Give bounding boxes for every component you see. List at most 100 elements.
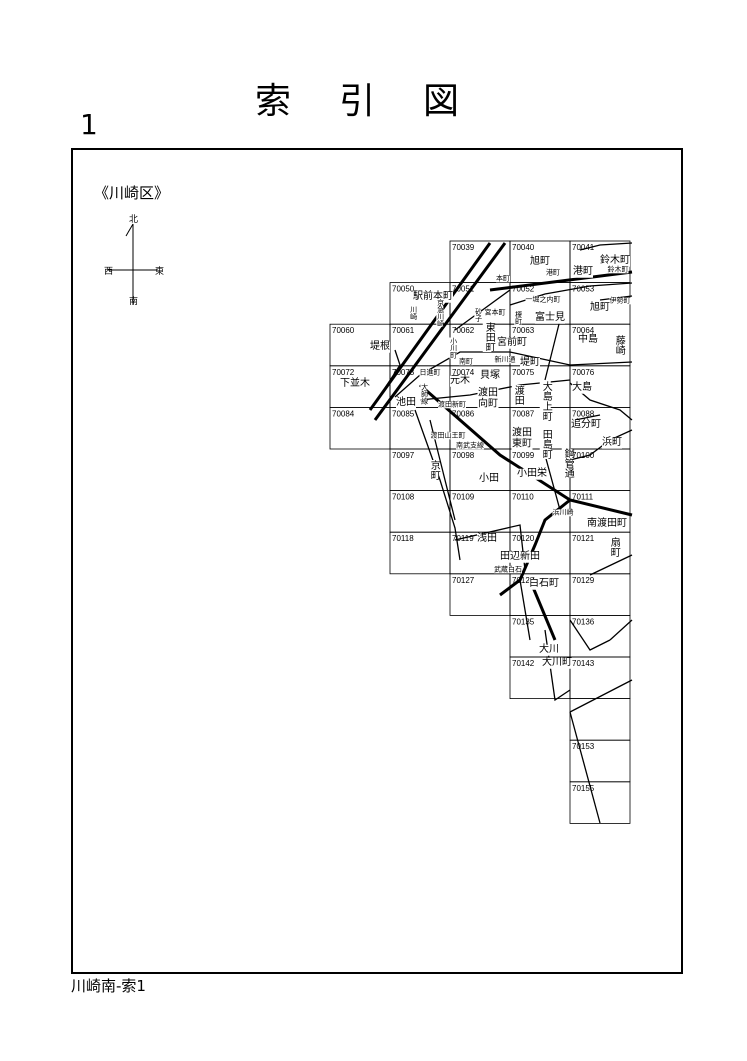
place-label: 南町 xyxy=(459,357,473,366)
place-label: 渡田向町 xyxy=(477,387,499,410)
grid-cell-id: 70072 xyxy=(332,368,355,377)
place-label: 京急川崎 xyxy=(436,299,445,327)
grid-cell-id: 70153 xyxy=(572,742,595,751)
place-label: 鋼管通 xyxy=(561,448,574,478)
grid-cell-id: 70135 xyxy=(512,617,535,626)
place-label: 浜町 xyxy=(602,436,622,449)
grid-cell-id: 70039 xyxy=(452,243,475,252)
grid-cell-id: 70108 xyxy=(392,493,415,502)
place-label: 新川通 xyxy=(494,355,516,364)
compass-south: 南 xyxy=(129,297,139,307)
place-label: 旭町 xyxy=(530,255,550,268)
grid-cell-id: 70110 xyxy=(512,493,534,502)
compass-north: 北 xyxy=(129,215,139,225)
grid-cell-id: 70098 xyxy=(452,451,475,460)
grid-cell-id: 70075 xyxy=(512,368,535,377)
place-label: 大島上町 xyxy=(539,381,552,421)
place-label: 中島 xyxy=(578,333,598,346)
place-label: 川崎 xyxy=(409,306,418,320)
place-label: 小田栄 xyxy=(517,467,547,480)
grid-cell-id: 70041 xyxy=(572,243,595,252)
grid-cell-id: 70040 xyxy=(512,243,535,252)
place-label: 小田 xyxy=(479,472,499,485)
grid-cell-id: 70100 xyxy=(572,451,595,460)
grid-cell-id: 70063 xyxy=(512,326,535,335)
place-label: 宮本町 xyxy=(484,308,506,317)
place-label: 伊勢町 xyxy=(609,296,631,305)
grid-cell[interactable] xyxy=(569,781,631,824)
place-label: 榎町 xyxy=(514,311,523,325)
grid-cell-id: 70086 xyxy=(452,409,475,418)
grid-cell-id: 70136 xyxy=(572,617,595,626)
place-label: 堤根 xyxy=(370,340,390,353)
grid-cell-id: 70064 xyxy=(572,326,595,335)
place-label: 富士見 xyxy=(535,311,565,324)
place-label: 港町 xyxy=(573,265,593,278)
grid-cell-id: 70088 xyxy=(572,409,595,418)
place-label: 追分町 xyxy=(571,418,601,431)
place-label: 大川町 xyxy=(542,656,572,669)
place-label: 東田町 xyxy=(482,322,495,352)
place-label: 元木 xyxy=(450,374,470,387)
grid-cell-id: 70143 xyxy=(572,659,595,668)
place-label: 鈴木町 xyxy=(600,254,630,267)
page-number: 1 xyxy=(80,108,98,141)
grid-cell-id: 70109 xyxy=(452,493,475,502)
place-label: 貝塚 xyxy=(480,369,500,382)
place-label: 旭町 xyxy=(590,301,610,314)
grid-cell-id: 70076 xyxy=(572,368,595,377)
place-label: 田辺新田 xyxy=(500,550,540,563)
place-label: 砂子 xyxy=(474,308,483,322)
place-label: 本町 xyxy=(496,274,510,283)
grid-cell-id: 70062 xyxy=(452,326,475,335)
grid-cell-id: 70052 xyxy=(512,285,535,294)
grid-cell-id: 70111 xyxy=(572,493,594,502)
roads xyxy=(384,242,633,824)
grid-cell-id: 70155 xyxy=(572,784,595,793)
place-label: 藤崎 xyxy=(612,335,625,355)
grid-cell-id: 70120 xyxy=(512,534,535,543)
grid-cell-id: 70053 xyxy=(572,285,595,294)
place-label: 田島町 xyxy=(539,429,552,459)
grid-cell-id: 70142 xyxy=(512,659,535,668)
place-label: 鈴木町 xyxy=(607,265,629,274)
grid-cell-id: 70087 xyxy=(512,409,535,418)
place-label: 港町 xyxy=(546,268,560,277)
grid-cell-id: 70060 xyxy=(332,326,355,335)
place-label: 大島 xyxy=(572,381,592,394)
grid-cell-id: 70118 xyxy=(392,534,414,543)
ward-label: 《川崎区》 xyxy=(94,184,170,202)
compass-east: 東 xyxy=(155,267,165,277)
grid-cell[interactable] xyxy=(569,698,631,741)
place-label: 池田 xyxy=(396,396,416,409)
grid-cell-id: 70099 xyxy=(512,451,535,460)
place-label: 大師線 xyxy=(420,383,429,405)
place-label: 渡田新町 xyxy=(438,400,466,409)
place-label: 武蔵白石 xyxy=(494,565,522,574)
place-label: 浅田 xyxy=(477,532,497,545)
place-label: 浜川崎 xyxy=(552,508,574,517)
grid-cell-id: 70084 xyxy=(332,409,355,418)
place-label: 一堀之内町 xyxy=(525,295,561,304)
place-label: 渡田 xyxy=(511,385,524,405)
grid-cell-id: 70073 xyxy=(392,368,415,377)
grid-cell-id: 70128 xyxy=(512,576,535,585)
place-label: 渡田東町 xyxy=(511,427,533,450)
grid-cell-id: 70050 xyxy=(392,285,415,294)
place-label: 京町 xyxy=(427,460,440,480)
place-label: 扇町 xyxy=(607,537,620,557)
footer-label: 川崎南-索1 xyxy=(71,977,146,995)
grid-cell-id: 70074 xyxy=(452,368,475,377)
grid-cell-id: 70051 xyxy=(452,285,475,294)
grid-cell-id: 70129 xyxy=(572,576,595,585)
grid-cell-id: 70061 xyxy=(392,326,415,335)
place-label: 堤町 xyxy=(520,356,540,369)
place-label: 南渡田町 xyxy=(587,517,627,530)
place-label: 駅前本町 xyxy=(413,290,453,303)
grid-cell-id: 70085 xyxy=(392,409,415,418)
place-label: 日進町 xyxy=(419,368,441,377)
place-label: 宮前町 xyxy=(497,336,527,349)
